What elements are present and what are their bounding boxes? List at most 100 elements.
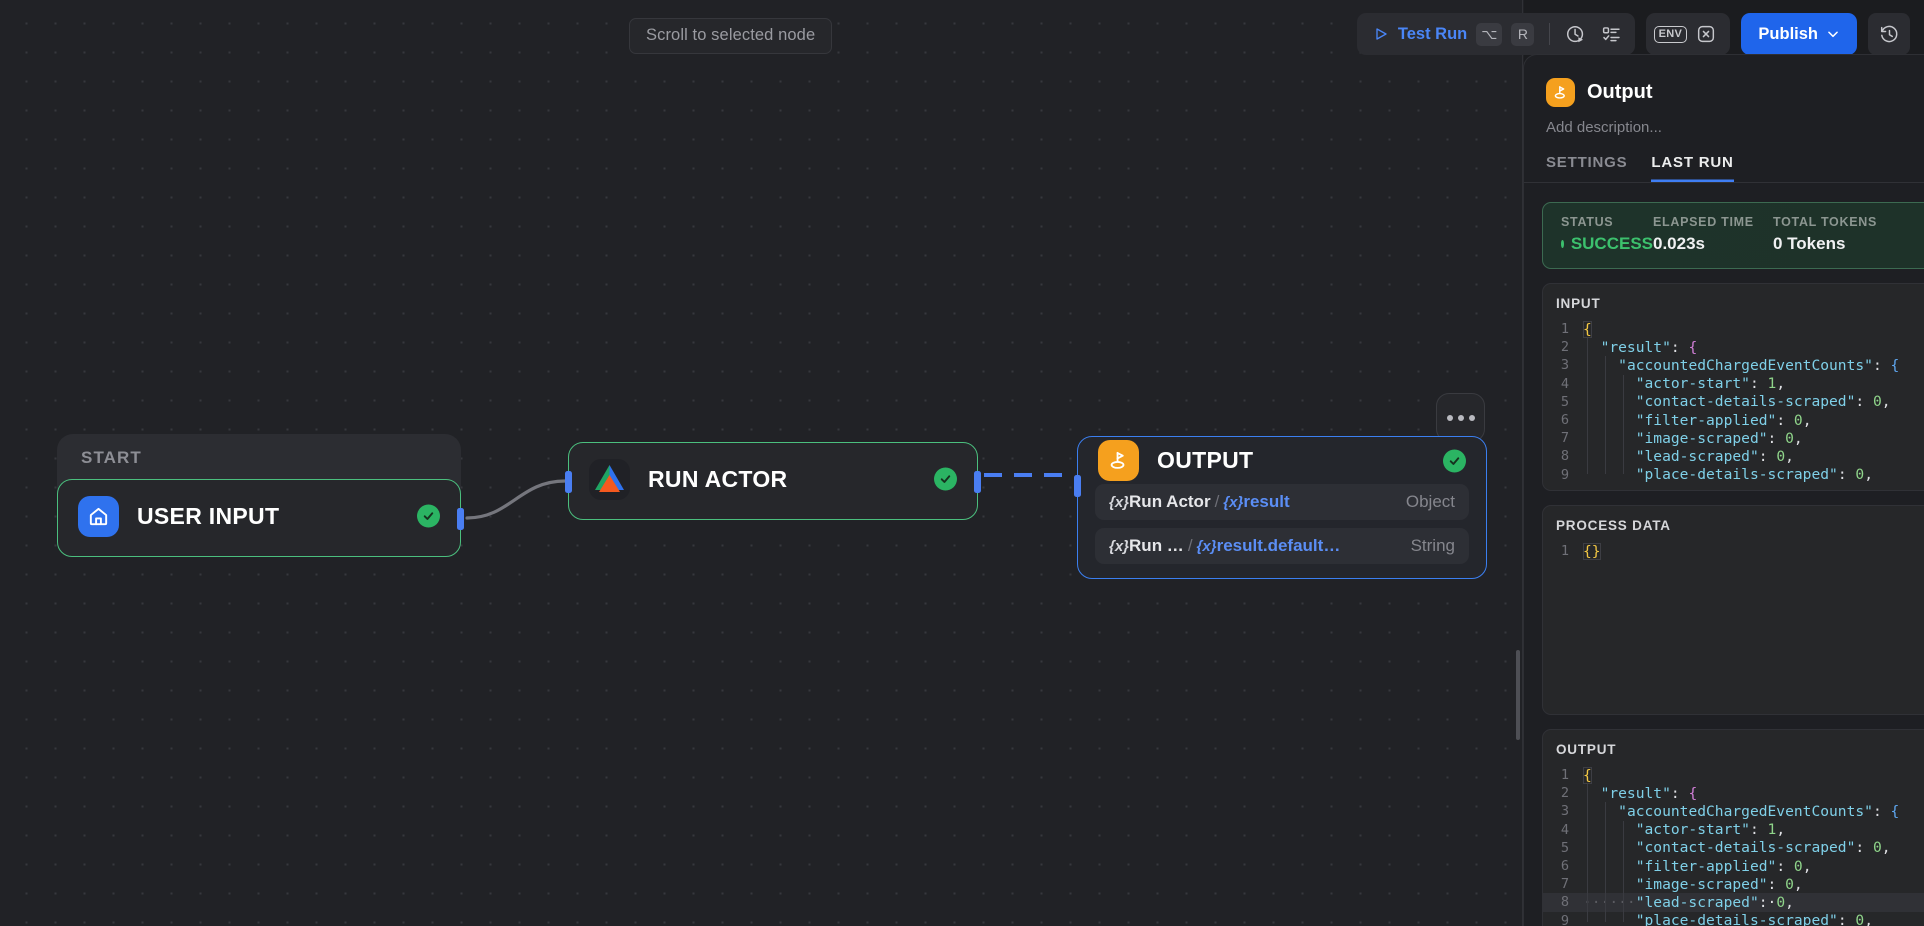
- variable-path: result: [1243, 492, 1290, 511]
- node-input-port[interactable]: [565, 471, 572, 493]
- code-line: 1{}: [1543, 542, 1924, 560]
- node-title: OUTPUT: [1157, 447, 1254, 473]
- status-text: SUCCESS: [1570, 234, 1653, 253]
- variable-x-icon[interactable]: [1688, 16, 1724, 52]
- line-number: 3: [1560, 357, 1569, 374]
- line-number: 1: [1560, 543, 1569, 560]
- output-variable-row[interactable]: {x} Run … / {x} result.default… String: [1095, 528, 1469, 564]
- code-line: 4 "actor-start": 1,: [1543, 821, 1924, 839]
- publish-label: Publish: [1758, 24, 1818, 43]
- code-text: "result": {: [1600, 338, 1698, 356]
- clock-play-icon[interactable]: [1557, 16, 1593, 52]
- code-text: "image-scraped": 0,: [1635, 429, 1803, 447]
- variable-type: Object: [1405, 492, 1455, 511]
- code-text: ······"lead-scraped":·0,: [1583, 893, 1794, 911]
- status-column: STATUS SUCCESS: [1561, 215, 1653, 254]
- canvas-scrollbar[interactable]: [1516, 650, 1520, 740]
- node-output[interactable]: OUTPUT {x} Run Actor / {x} result Object…: [1074, 436, 1487, 579]
- line-number: 2: [1560, 339, 1569, 356]
- code-block-header: PROCESS DATA: [1543, 506, 1924, 542]
- code-line: 1{: [1543, 766, 1924, 784]
- code-line: 5 "contact-details-scraped": 0,: [1543, 393, 1924, 411]
- output-pin-icon: [1098, 440, 1139, 481]
- node-header: USER INPUT: [58, 480, 460, 552]
- code-line: 8 ······"lead-scraped":·0,: [1543, 893, 1924, 912]
- code-line: 7 "image-scraped": 0,: [1543, 429, 1924, 447]
- line-number: 4: [1560, 821, 1569, 838]
- code-block-title: INPUT: [1556, 295, 1601, 311]
- status-badge-success: [1443, 449, 1466, 472]
- code-line: 4 "actor-start": 1,: [1543, 375, 1924, 393]
- indent-guide: [1605, 356, 1606, 474]
- history-button[interactable]: [1868, 13, 1910, 55]
- code-line: 9 "place-details-scraped": 0,: [1543, 912, 1924, 926]
- code-text: "contact-details-scraped": 0,: [1635, 393, 1891, 411]
- line-number: 9: [1560, 912, 1569, 926]
- code-editor[interactable]: 1{2 "result": {3 "accountedChargedEventC…: [1543, 320, 1924, 490]
- code-text: {: [1583, 320, 1592, 338]
- variable-badge-icon: {x}: [1196, 537, 1217, 555]
- scroll-to-selected-node-button[interactable]: Scroll to selected node: [629, 18, 833, 54]
- elapsed-time-column: ELAPSED TIME 0.023s: [1653, 215, 1773, 254]
- checklist-icon[interactable]: [1593, 16, 1629, 52]
- code-text: "actor-start": 1,: [1635, 821, 1786, 839]
- variable-separator: /: [1214, 492, 1220, 511]
- tab-last-run[interactable]: LAST RUN: [1651, 154, 1733, 182]
- test-run-group: Test Run ⌥ R: [1356, 13, 1636, 55]
- output-variable-row[interactable]: {x} Run Actor / {x} result Object: [1095, 484, 1469, 520]
- total-tokens-column: TOTAL TOKENS 0 Tokens: [1773, 215, 1877, 254]
- node-output-port[interactable]: [457, 508, 464, 530]
- node-more-actions-button[interactable]: [1436, 393, 1485, 442]
- code-editor[interactable]: 1{2 "result": {3 "accountedChargedEventC…: [1543, 766, 1924, 926]
- output-details-panel: Output Add description... SETTINGS LAS: [1523, 54, 1924, 926]
- variable-badge-icon: {x}: [1109, 537, 1130, 555]
- status-dot-icon: [1561, 240, 1564, 248]
- code-line: 6 "filter-applied": 0,: [1543, 857, 1924, 875]
- tab-settings[interactable]: SETTINGS: [1546, 154, 1628, 171]
- panel-title: Output: [1587, 80, 1653, 103]
- output-variable-rows: {x} Run Actor / {x} result Object {x} Ru…: [1078, 484, 1486, 578]
- line-number: 7: [1560, 876, 1569, 893]
- line-number: 9: [1560, 466, 1569, 483]
- code-text: "accountedChargedEventCounts": {: [1618, 356, 1900, 374]
- node-user-input[interactable]: USER INPUT: [57, 479, 464, 557]
- env-label: ENV: [1653, 25, 1688, 43]
- ellipsis-icon: [1446, 414, 1453, 421]
- code-line: 2 "result": {: [1543, 338, 1924, 356]
- code-text: "filter-applied": 0,: [1635, 857, 1812, 875]
- code-line: 8 "lead-scraped": 0,: [1543, 447, 1924, 465]
- indent-guide: [1623, 374, 1624, 474]
- variable-source: Run Actor: [1129, 492, 1211, 511]
- toolbar-divider: [1549, 23, 1551, 45]
- node-output-port[interactable]: [974, 471, 981, 493]
- node-input-port[interactable]: [1074, 475, 1081, 497]
- line-number: 8: [1560, 448, 1569, 465]
- line-number: 1: [1560, 767, 1569, 784]
- publish-button[interactable]: Publish: [1741, 13, 1857, 55]
- elapsed-time-value: 0.023s: [1653, 234, 1705, 253]
- env-icon[interactable]: ENV: [1652, 16, 1688, 52]
- code-editor[interactable]: 1{}: [1543, 542, 1924, 714]
- code-text: "filter-applied": 0,: [1635, 411, 1812, 429]
- shortcut-key-r: R: [1511, 22, 1535, 46]
- workflow-canvas[interactable]: Scroll to selected node START USER INPUT: [0, 0, 1524, 926]
- indent-guide: [1605, 802, 1606, 922]
- code-text: "actor-start": 1,: [1635, 375, 1786, 393]
- line-number: 5: [1560, 839, 1569, 856]
- description-input[interactable]: Add description...: [1546, 119, 1662, 136]
- code-line: 7 "image-scraped": 0,: [1543, 875, 1924, 893]
- env-vars-group: ENV: [1646, 13, 1731, 55]
- code-line: 2 "result": {: [1543, 784, 1924, 802]
- line-number: 8: [1560, 894, 1569, 911]
- code-line: 3 "accountedChargedEventCounts": {: [1543, 802, 1924, 820]
- test-run-button[interactable]: Test Run ⌥ R: [1363, 13, 1543, 55]
- apify-logo-icon: [589, 458, 630, 500]
- indent-guide: [1587, 338, 1588, 474]
- total-tokens-value: 0 Tokens: [1773, 234, 1846, 253]
- code-line: 9 "place-details-scraped": 0,: [1543, 466, 1924, 484]
- home-icon: [78, 495, 119, 537]
- node-run-actor[interactable]: RUN ACTOR: [565, 442, 981, 520]
- total-tokens-label: TOTAL TOKENS: [1773, 215, 1878, 229]
